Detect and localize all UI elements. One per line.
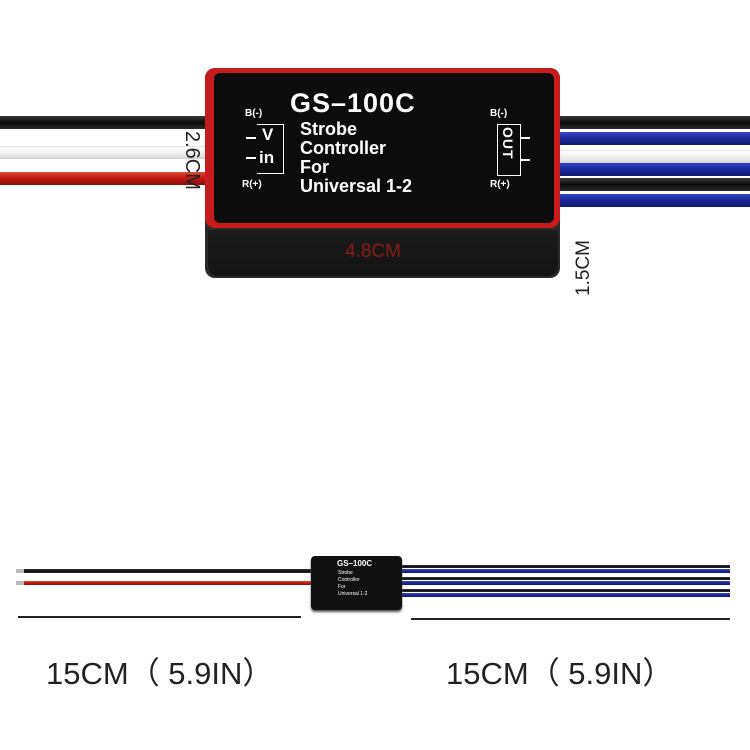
output-wire-blue-3 <box>550 194 750 207</box>
small-output-wire-black-3 <box>400 589 730 592</box>
length-dimension-label: 4.8CM <box>345 241 401 262</box>
label-line-4: Universal 1-2 <box>300 176 413 196</box>
small-label-line-2: Controller <box>338 577 360 583</box>
model-title: GS–100C <box>290 88 416 118</box>
output-wire-blue-1 <box>550 132 750 145</box>
small-wire-tip-2 <box>16 581 24 585</box>
left-measure-line <box>18 616 301 618</box>
input-negative-label: B(-) <box>245 108 263 119</box>
output-wire-black-1 <box>550 116 750 129</box>
small-model-title: GS–100C <box>337 559 373 568</box>
output-wire-blue-2 <box>550 163 750 176</box>
output-label: OUT <box>500 127 516 160</box>
right-wire-length-label: 15CM（ 5.9IN） <box>446 656 674 691</box>
left-wire-length-label: 15CM（ 5.9IN） <box>46 656 274 691</box>
small-wire-tip-1 <box>16 569 24 573</box>
height-dimension-label: 2.6CM <box>181 131 203 190</box>
input-wire-white <box>0 146 215 159</box>
output-negative-label: B(-) <box>490 108 508 119</box>
output-tick-bottom <box>520 159 530 161</box>
small-controller-case <box>311 556 402 610</box>
input-label-v: V <box>262 125 274 144</box>
small-label-line-1: Strobe <box>338 570 353 576</box>
input-bracket <box>257 124 284 174</box>
small-output-wire-black-1 <box>400 565 730 568</box>
input-positive-label: R(+) <box>242 179 262 190</box>
right-measure-line <box>411 618 730 620</box>
output-wire-black-2 <box>550 178 750 191</box>
depth-dimension-label: 1.5CM <box>573 240 594 296</box>
output-tick-top <box>520 137 530 139</box>
output-bracket <box>497 124 521 176</box>
controller-case-side <box>208 230 558 276</box>
input-label-in: in <box>259 148 275 167</box>
small-output-wire-black-2 <box>400 577 730 580</box>
small-output-wire-blue-3 <box>400 593 730 597</box>
input-wire-red <box>0 172 215 185</box>
label-line-3: For <box>300 157 329 177</box>
output-positive-label: R(+) <box>490 179 510 190</box>
input-tick-bottom <box>246 157 256 159</box>
input-wire-black <box>0 116 215 129</box>
output-wire-white <box>550 150 750 163</box>
label-line-2: Controller <box>300 138 387 158</box>
small-label-line-3: For <box>338 584 346 590</box>
input-tick-top <box>246 137 256 139</box>
label-line-1: Strobe <box>300 119 358 139</box>
small-output-wire-blue-1 <box>400 569 730 573</box>
small-output-wire-blue-2 <box>400 581 730 585</box>
small-input-wire-red <box>18 581 314 585</box>
small-input-wire-black <box>18 569 314 573</box>
small-label-line-4: Universal 1-2 <box>338 591 368 597</box>
